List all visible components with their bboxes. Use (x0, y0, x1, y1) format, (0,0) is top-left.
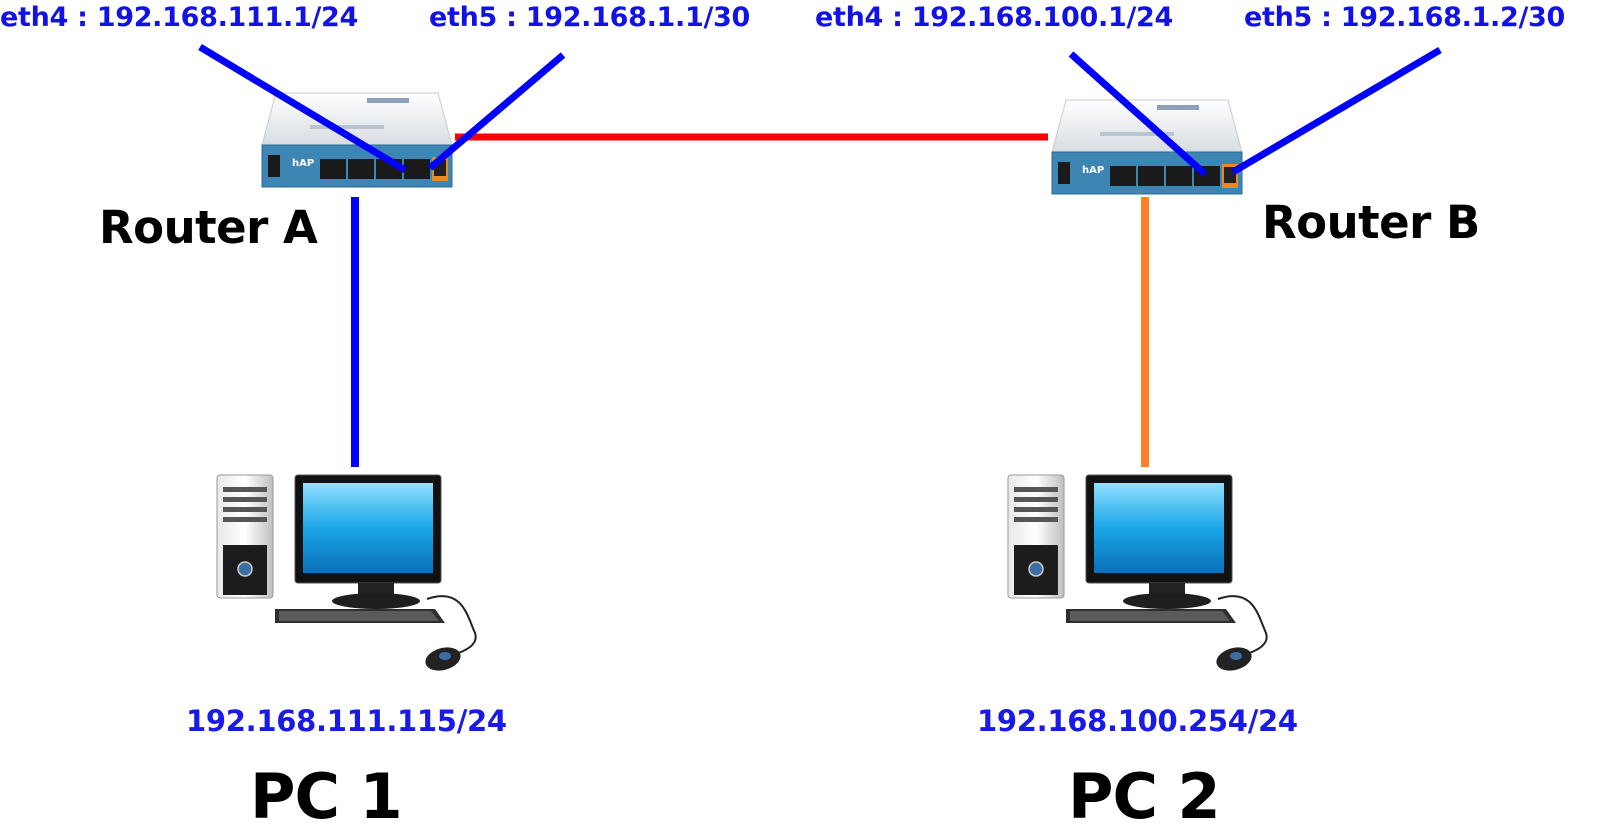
svg-text:hAP: hAP (1082, 165, 1104, 176)
router-b-eth5-label: eth5 : 192.168.1.2/30 (1244, 2, 1566, 33)
router-a-eth4-label: eth4 : 192.168.111.1/24 (0, 2, 358, 33)
pc2-name: PC 2 (1068, 760, 1221, 833)
router-a-eth5-label: eth5 : 192.168.1.1/30 (429, 2, 751, 33)
callout-router-b-eth5 (1231, 46, 1442, 176)
pc2-icon (1007, 474, 1268, 671)
callout-router-b-eth4 (1068, 51, 1208, 177)
callout-router-a-eth4 (198, 43, 407, 174)
pc2-ip-label: 192.168.100.254/24 (977, 704, 1298, 738)
router-b-icon: hAP (1051, 99, 1243, 195)
callout-router-a-eth5 (427, 52, 566, 171)
router-b-name: Router B (1262, 196, 1480, 249)
pc1-icon (216, 474, 477, 671)
svg-text:hAP: hAP (292, 158, 314, 169)
pc1-ip-label: 192.168.111.115/24 (186, 704, 507, 738)
router-a-name: Router A (99, 201, 318, 254)
router-b-eth4-label: eth4 : 192.168.100.1/24 (815, 2, 1173, 33)
pc1-name: PC 1 (250, 760, 403, 833)
